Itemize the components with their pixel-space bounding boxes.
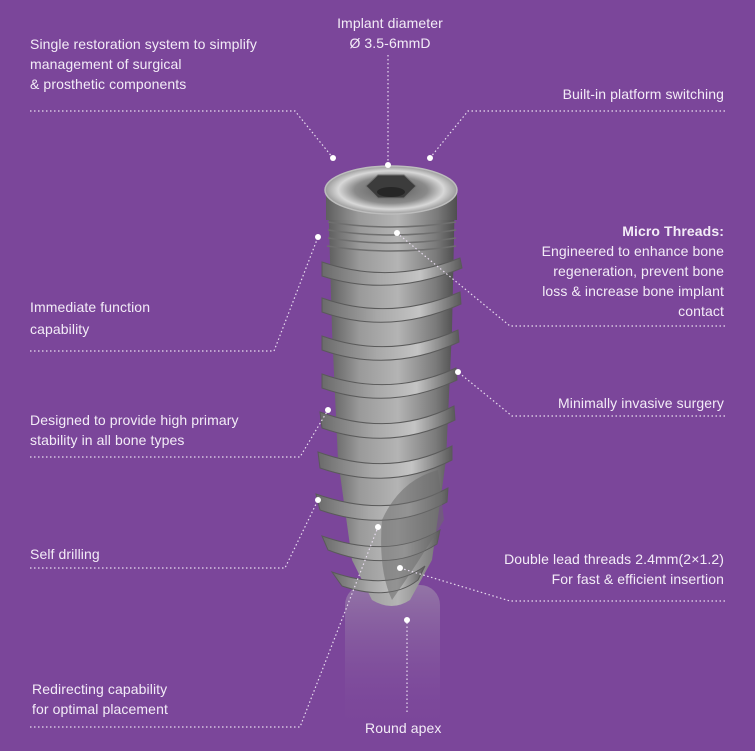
redirecting-line-1: Redirecting capability: [32, 681, 168, 697]
round-apex-text: Round apex: [365, 720, 442, 736]
socket-shadow: [377, 187, 405, 197]
double-lead-line-1: Double lead threads 2.4mm(2×1.2): [504, 551, 724, 567]
primary-stability-line-2: stability in all bone types: [30, 432, 185, 448]
leader-single-restoration-dot: [330, 155, 336, 161]
self-drilling-text: Self drilling: [30, 546, 100, 562]
leader-round-apex-dot: [404, 617, 410, 623]
primary-stability-label: Designed to provide high primary stabili…: [30, 410, 239, 450]
single-restoration-line-1: Single restoration system to simplify: [30, 36, 258, 52]
immediate-function-line-1: Immediate function: [30, 299, 151, 315]
immediate-function-label: Immediate function capability: [30, 296, 150, 340]
micro-threads-line-3: loss & increase bone implant: [542, 283, 724, 299]
single-restoration-line-3: & prosthetic components: [30, 76, 187, 92]
leader-redirecting: [30, 526, 379, 728]
minimally-invasive-label: Minimally invasive surgery: [558, 393, 724, 413]
self-drilling-label: Self drilling: [30, 544, 100, 564]
platform-switching-text: Built-in platform switching: [562, 86, 724, 102]
diameter-title: Implant diameter: [337, 15, 443, 31]
leader-double-lead-dot: [397, 565, 403, 571]
platform-switching-label: Built-in platform switching: [563, 84, 724, 104]
leader-immediate-function-dot: [315, 234, 321, 240]
leader-self-drilling-dot: [315, 497, 321, 503]
micro-threads-title: Micro Threads:: [622, 223, 724, 239]
leader-immediate-function: [30, 236, 319, 352]
minimally-invasive-text: Minimally invasive surgery: [558, 395, 724, 411]
round-apex-label: Round apex: [365, 718, 442, 738]
primary-stability-line-1: Designed to provide high primary: [30, 412, 239, 428]
micro-threads-label: Micro Threads: Engineered to enhance bon…: [542, 221, 724, 321]
leader-redirecting-dot: [375, 524, 381, 530]
leader-minimally-invasive-dot: [455, 369, 461, 375]
micro-threads: [326, 221, 457, 252]
cutting-flute: [381, 470, 444, 600]
single-restoration-label: Single restoration system to simplify ma…: [30, 34, 257, 94]
redirecting-label: Redirecting capability for optimal place…: [32, 679, 168, 719]
double-lead-label: Double lead threads 2.4mm(2×1.2) For fas…: [504, 549, 724, 589]
diameter-value: Ø 3.5-6mmD: [349, 35, 431, 51]
implant-diameter-label: Implant diameter Ø 3.5-6mmD: [322, 13, 458, 53]
micro-threads-line-2: regeneration, prevent bone: [553, 263, 724, 279]
leader-minimally-invasive: [457, 371, 725, 417]
macro-threads: [315, 257, 463, 594]
immediate-function-line-2: capability: [30, 321, 90, 337]
leader-micro-threads-dot: [394, 230, 400, 236]
leader-self-drilling: [30, 499, 319, 569]
leader-platform-switching: [429, 110, 725, 159]
single-restoration-line-2: management of surgical: [30, 56, 182, 72]
leader-implant-diameter-dot: [385, 162, 391, 168]
redirecting-line-2: for optimal placement: [32, 701, 168, 717]
micro-threads-line-4: contact: [678, 303, 724, 319]
micro-threads-line-1: Engineered to enhance bone: [541, 243, 724, 259]
double-lead-line-2: For fast & efficient insertion: [551, 571, 724, 587]
leader-single-restoration: [30, 110, 334, 159]
leader-micro-threads: [396, 232, 725, 327]
leader-primary-stability-dot: [325, 407, 331, 413]
leader-platform-switching-dot: [427, 155, 433, 161]
implant-reflection: [345, 585, 440, 735]
